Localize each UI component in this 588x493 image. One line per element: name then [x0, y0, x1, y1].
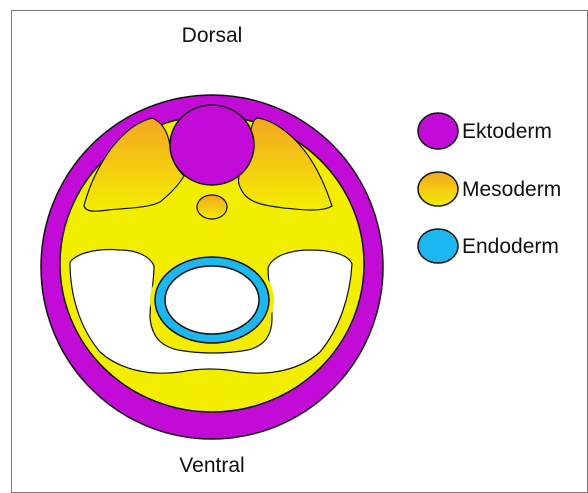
legend-item-mesoderm: Mesoderm [418, 172, 561, 206]
legend-swatch-endoderm [418, 229, 458, 263]
ventral-label: Ventral [179, 454, 244, 477]
legend-label-ektoderm: Ektoderm [462, 120, 552, 143]
legend-item-ektoderm: Ektoderm [418, 113, 552, 149]
gut-lumen [165, 266, 259, 334]
dorsal-label: Dorsal [182, 24, 243, 47]
legend-label-endoderm: Endoderm [462, 235, 559, 258]
legend-swatch-mesoderm [418, 172, 458, 206]
legend-swatch-ektoderm [418, 113, 458, 149]
mesoderm-notochord [197, 195, 227, 219]
ektoderm-neural-tube [170, 105, 254, 185]
legend-item-endoderm: Endoderm [418, 229, 559, 263]
legend-label-mesoderm: Mesoderm [462, 178, 561, 201]
legend: Ektoderm Mesoderm Endoderm [418, 113, 561, 263]
